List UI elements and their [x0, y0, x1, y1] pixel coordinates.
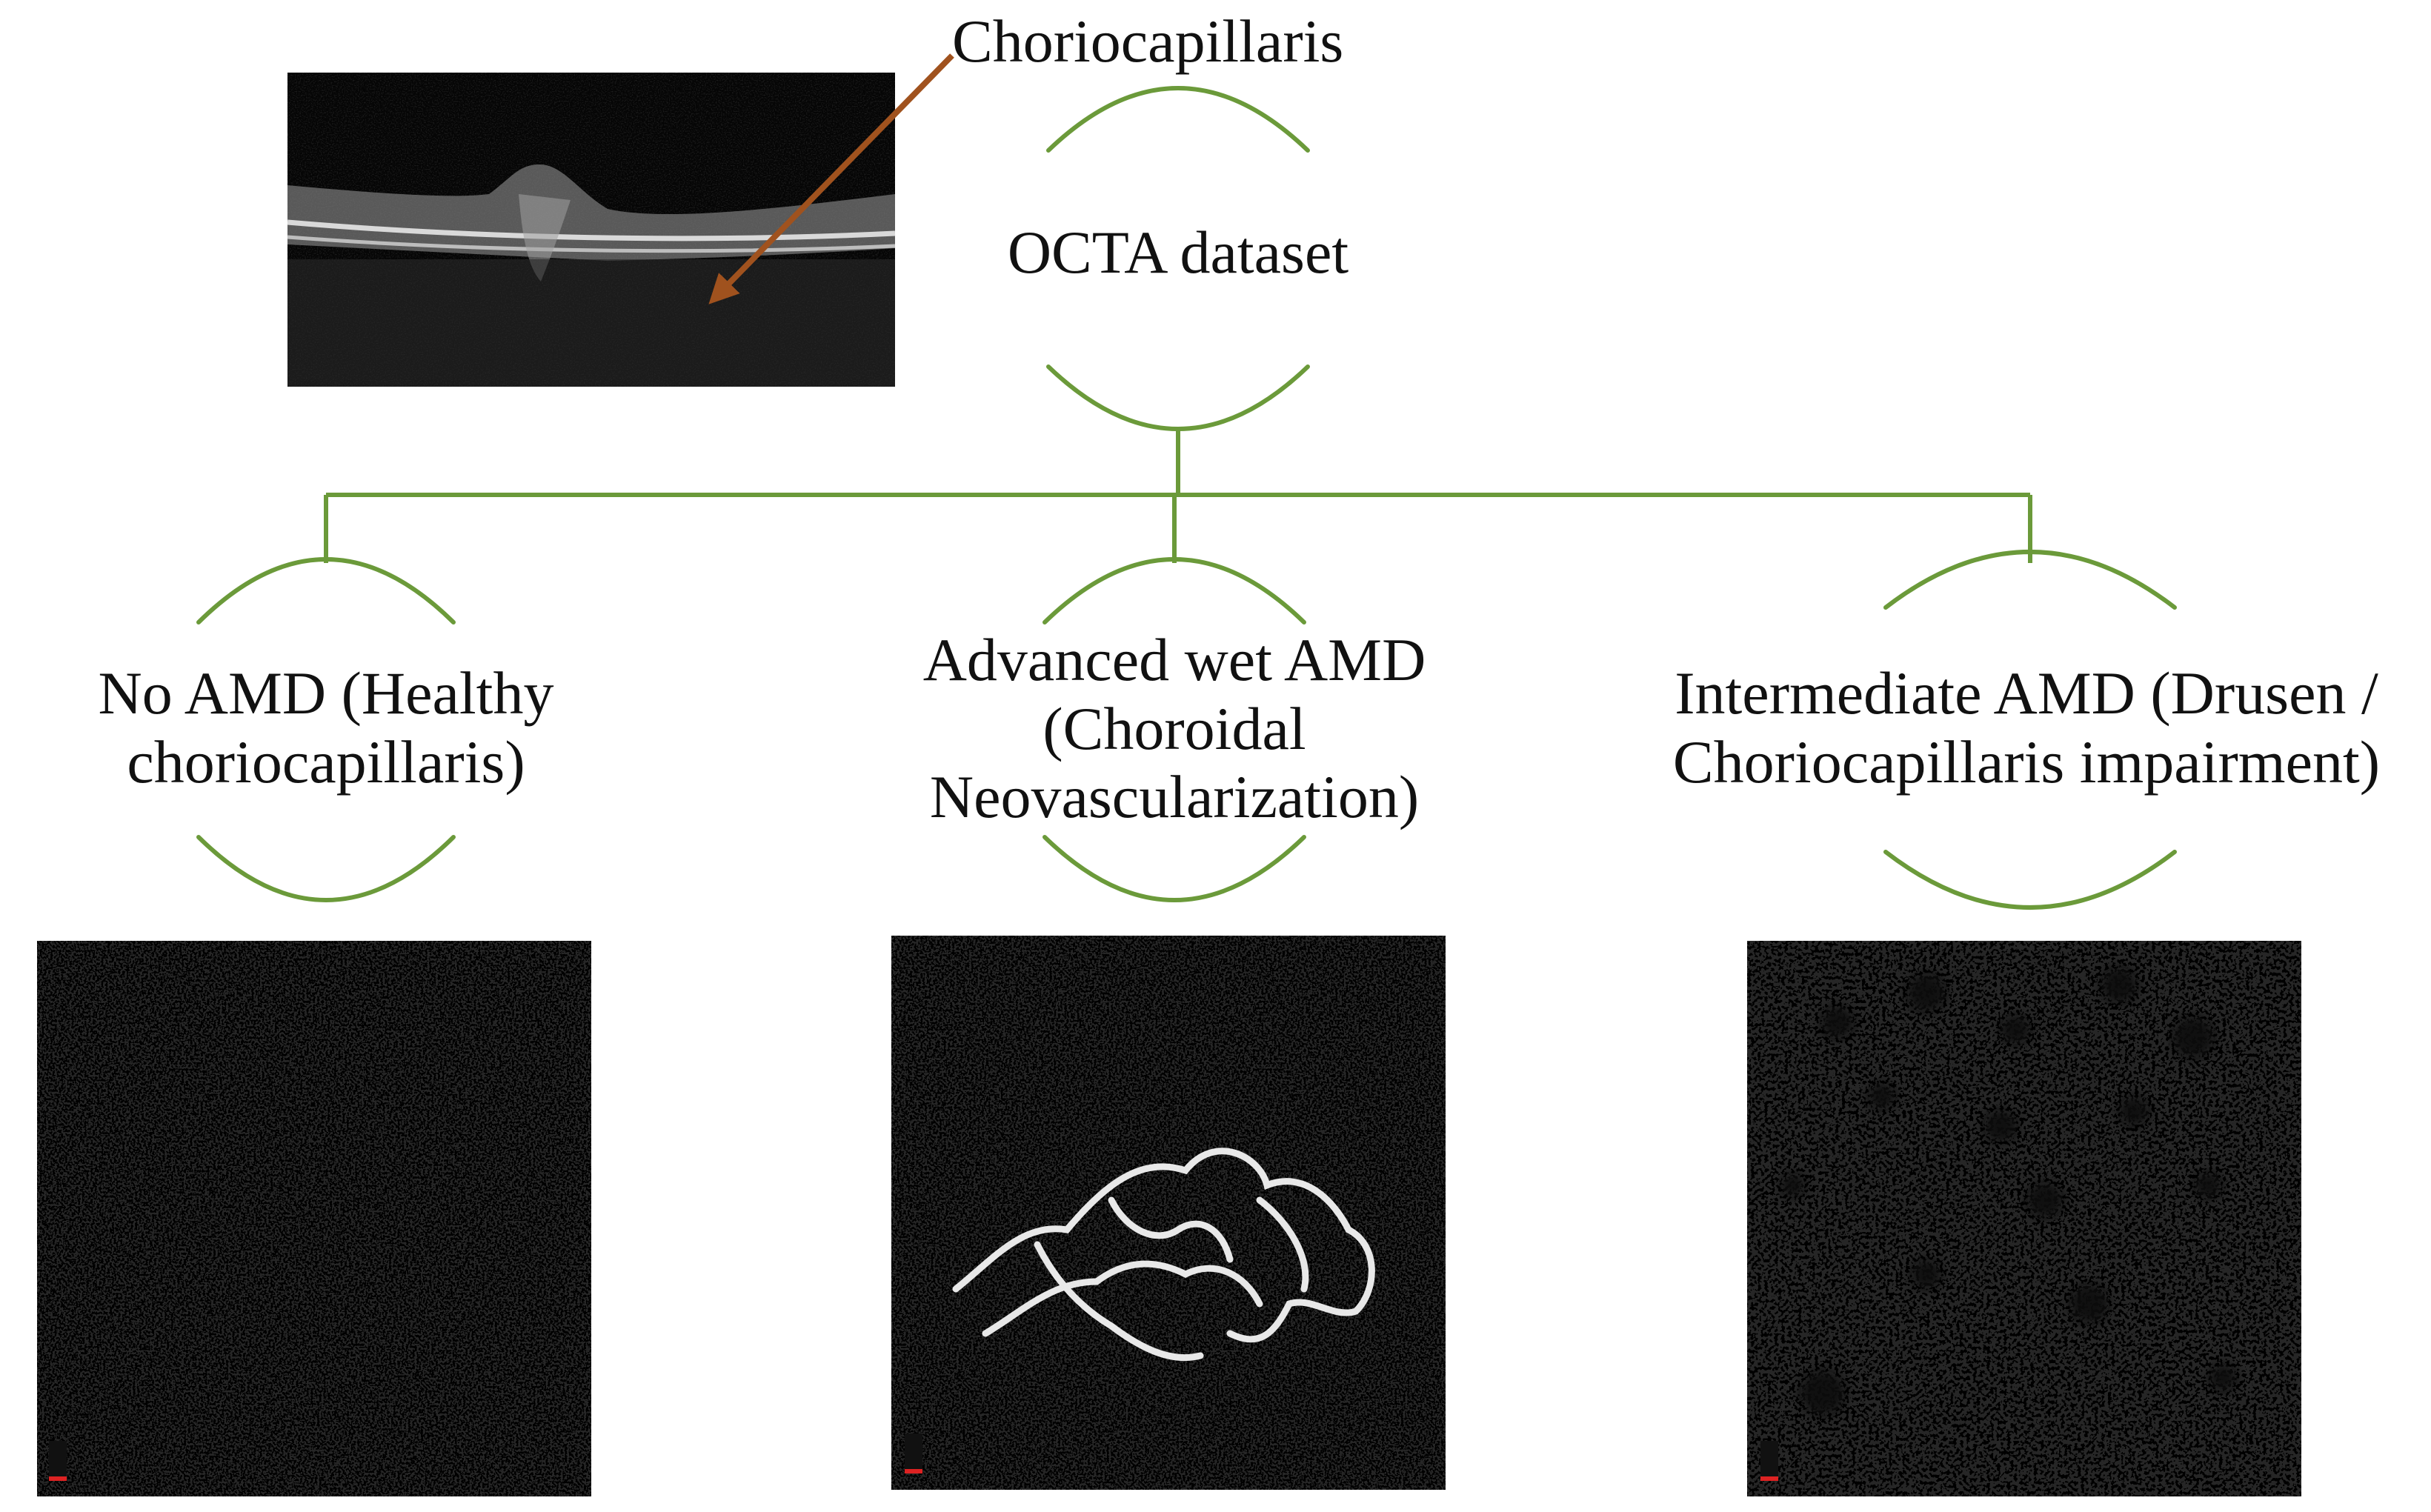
category-intermediate-amd-label: Intermediate AMD (Drusen / Choriocapilla…: [1672, 659, 2381, 796]
octa-wet-amd-image: [891, 936, 1446, 1490]
category-no-amd-label: No AMD (Healthy choriocapillaris): [98, 659, 554, 796]
left-arc-top: [196, 557, 456, 625]
root-node-label: OCTA dataset: [1007, 219, 1349, 286]
center-arc-top: [1042, 557, 1306, 625]
category-wet-amd-label: Advanced wet AMD (Choroidal Neovasculari…: [922, 626, 1426, 831]
oct-bscan-image: [287, 73, 896, 387]
right-arc-bottom: [1883, 850, 2177, 910]
right-arc-top: [1883, 550, 2177, 610]
octa-healthy-image: [37, 941, 591, 1496]
root-arc-top: [1046, 86, 1310, 153]
octa-intermediate-amd-image: [1747, 941, 2301, 1496]
annotation-arrow: [708, 53, 954, 304]
tree-connectors: [324, 428, 2032, 563]
left-arc-bottom: [196, 835, 456, 902]
choriocapillaris-annotation: Choriocapillaris: [952, 7, 1344, 75]
bracket-arcs: [196, 86, 2177, 910]
center-arc-bottom: [1042, 835, 1306, 902]
root-arc-bottom: [1046, 364, 1310, 431]
